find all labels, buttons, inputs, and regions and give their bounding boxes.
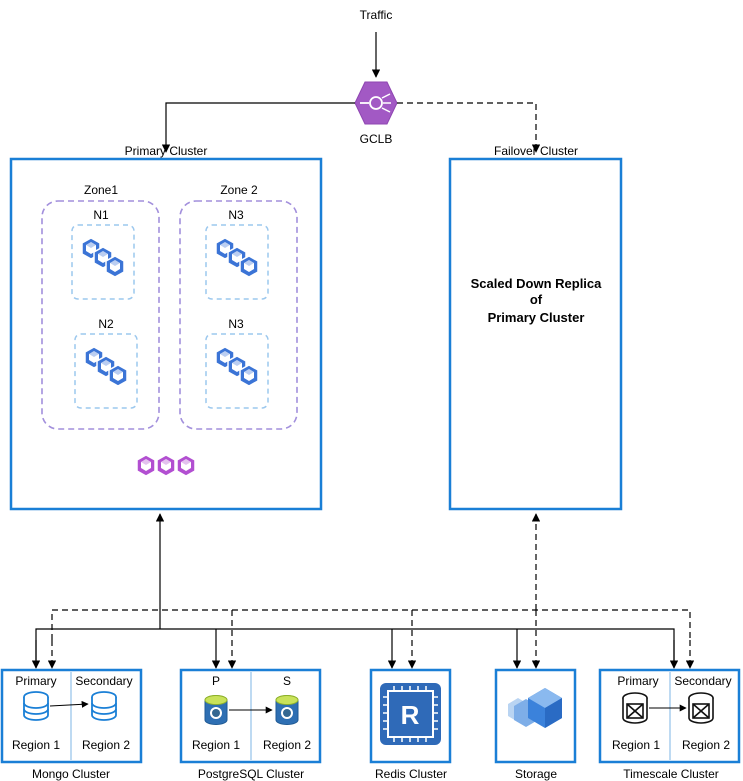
- storage-box[interactable]: [494, 668, 577, 764]
- postgres-icon: [204, 695, 228, 725]
- node-n3b-box[interactable]: [205, 333, 269, 409]
- kubernetes-namespace-icon: [136, 454, 196, 477]
- failover-desc-line3: Primary Cluster: [488, 310, 585, 325]
- primary-cluster-title: Primary Cluster: [125, 144, 208, 158]
- postgres-icon: [275, 695, 299, 725]
- postgres-p-label: P: [212, 674, 220, 688]
- node-n1-box[interactable]: [71, 224, 135, 300]
- failover-cluster-title: Failover Cluster: [494, 144, 578, 158]
- timescale-icon: [688, 692, 714, 724]
- kubernetes-pod-icon: [81, 237, 125, 278]
- primary-data-bus: [35, 628, 675, 662]
- gclb-label: GCLB: [360, 132, 393, 146]
- kubernetes-pod-icon: [215, 346, 259, 387]
- mongo-primary-label: Primary: [15, 674, 56, 688]
- timescale-icon: [622, 692, 648, 724]
- node-n2-label: N2: [98, 317, 114, 331]
- traffic-label: Traffic: [360, 8, 393, 22]
- mongo-cluster-label: Mongo Cluster: [32, 767, 110, 781]
- database-icon: [23, 691, 49, 721]
- node-n1-label: N1: [93, 208, 109, 222]
- postgres-cluster-box[interactable]: [179, 668, 322, 764]
- node-n3-label: N3: [228, 208, 244, 222]
- svg-text:R: R: [401, 700, 420, 730]
- zone1-box[interactable]: [41, 200, 160, 430]
- redis-icon: R: [380, 683, 441, 745]
- kubernetes-pod-icon: [84, 346, 128, 387]
- timescale-region1-label: Region 1: [612, 738, 660, 752]
- timescale-secondary-label: Secondary: [674, 674, 731, 688]
- storage-icon: [508, 688, 562, 728]
- failover-cluster-box[interactable]: [448, 157, 623, 511]
- postgres-region1-label: Region 1: [192, 738, 240, 752]
- timescale-cluster-label: Timescale Cluster: [623, 767, 719, 781]
- zone2-label: Zone 2: [220, 183, 258, 197]
- gclb-to-failover-connector: [397, 102, 541, 153]
- primary-cluster-box[interactable]: [9, 157, 323, 511]
- failover-desc-line2: of: [530, 292, 543, 307]
- timescale-cluster-box[interactable]: [598, 668, 741, 764]
- mongo-region1-label: Region 1: [12, 738, 60, 752]
- load-balancer-icon[interactable]: [354, 81, 398, 125]
- postgres-s-label: S: [283, 674, 291, 688]
- gclb-to-primary-connector: [161, 102, 355, 153]
- node-n3-box[interactable]: [205, 224, 269, 300]
- zone1-label: Zone1: [84, 183, 118, 197]
- mongo-secondary-label: Secondary: [75, 674, 132, 688]
- node-n3b-label: N3: [228, 317, 244, 331]
- mongo-region2-label: Region 2: [82, 738, 130, 752]
- database-icon: [91, 691, 117, 721]
- zone2-box[interactable]: [179, 200, 298, 430]
- kubernetes-pod-icon: [215, 237, 259, 278]
- postgres-region2-label: Region 2: [263, 738, 311, 752]
- mongo-cluster-box[interactable]: [0, 668, 143, 764]
- postgres-cluster-label: PostgreSQL Cluster: [198, 767, 304, 781]
- timescale-region2-label: Region 2: [682, 738, 730, 752]
- failover-data-bus: [51, 609, 691, 640]
- storage-label: Storage: [515, 767, 557, 781]
- timescale-primary-label: Primary: [617, 674, 658, 688]
- failover-desc-line1: Scaled Down Replica: [471, 276, 603, 291]
- redis-cluster-label: Redis Cluster: [375, 767, 447, 781]
- node-n2-box[interactable]: [74, 333, 138, 409]
- redis-cluster-box[interactable]: [369, 668, 452, 764]
